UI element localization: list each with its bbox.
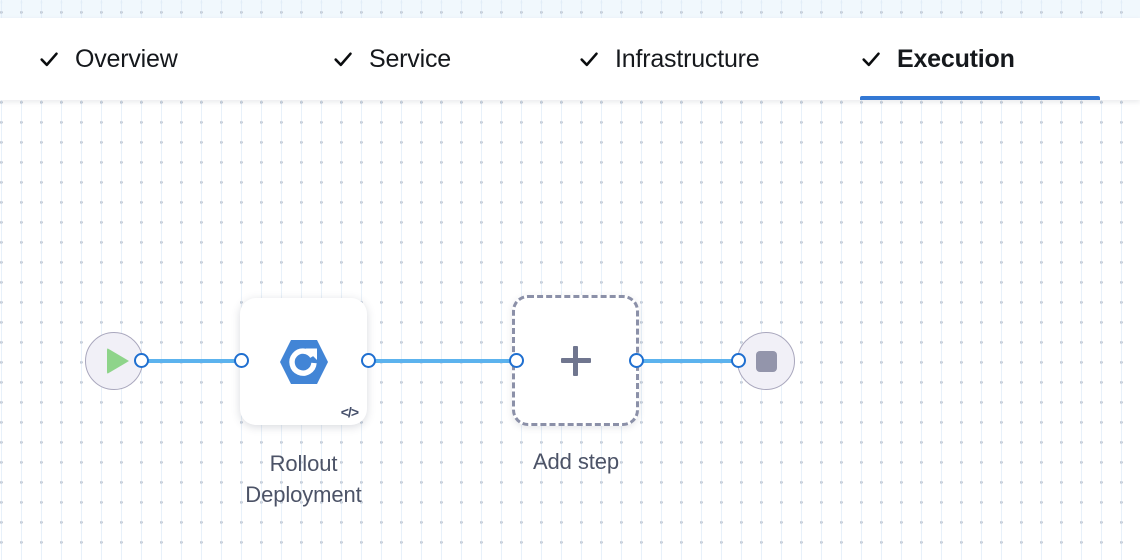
tab-list: Overview Service Infrastructur <box>0 18 1140 100</box>
end-node[interactable] <box>737 332 795 390</box>
tab-service[interactable]: Service <box>332 18 492 100</box>
check-icon <box>332 48 354 70</box>
add-step-node[interactable] <box>512 295 639 426</box>
pipeline-edge <box>140 359 244 363</box>
play-icon <box>106 348 129 374</box>
rollout-deployment-icon <box>278 336 330 388</box>
tab-active-underline <box>860 96 1100 100</box>
check-icon <box>860 48 882 70</box>
wizard-tab-bar: Overview Service Infrastructur <box>0 18 1140 100</box>
connector-port[interactable] <box>134 353 149 368</box>
code-badge-icon: </> <box>340 404 359 420</box>
canvas-top-strip <box>0 0 1140 18</box>
rollout-deployment-step[interactable]: </> <box>240 298 367 425</box>
connector-port[interactable] <box>361 353 376 368</box>
step-caption: Rollout Deployment <box>245 451 362 508</box>
check-icon <box>578 48 600 70</box>
connector-port[interactable] <box>629 353 644 368</box>
pipeline-edge <box>634 359 742 363</box>
pipeline-edge <box>366 359 518 363</box>
tab-label: Execution <box>897 44 1015 73</box>
check-icon <box>38 48 60 70</box>
tab-label: Overview <box>75 44 178 73</box>
connector-port[interactable] <box>731 353 746 368</box>
add-step-caption: Add step <box>532 449 620 474</box>
stop-icon <box>755 350 777 372</box>
plus-icon <box>560 345 591 376</box>
tab-label: Infrastructure <box>615 44 760 73</box>
tab-label: Service <box>369 44 451 73</box>
connector-port[interactable] <box>509 353 524 368</box>
tab-overview[interactable]: Overview <box>38 18 233 100</box>
tab-infrastructure[interactable]: Infrastructure <box>578 18 818 100</box>
tab-execution[interactable]: Execution <box>860 18 1100 100</box>
connector-port[interactable] <box>234 353 249 368</box>
